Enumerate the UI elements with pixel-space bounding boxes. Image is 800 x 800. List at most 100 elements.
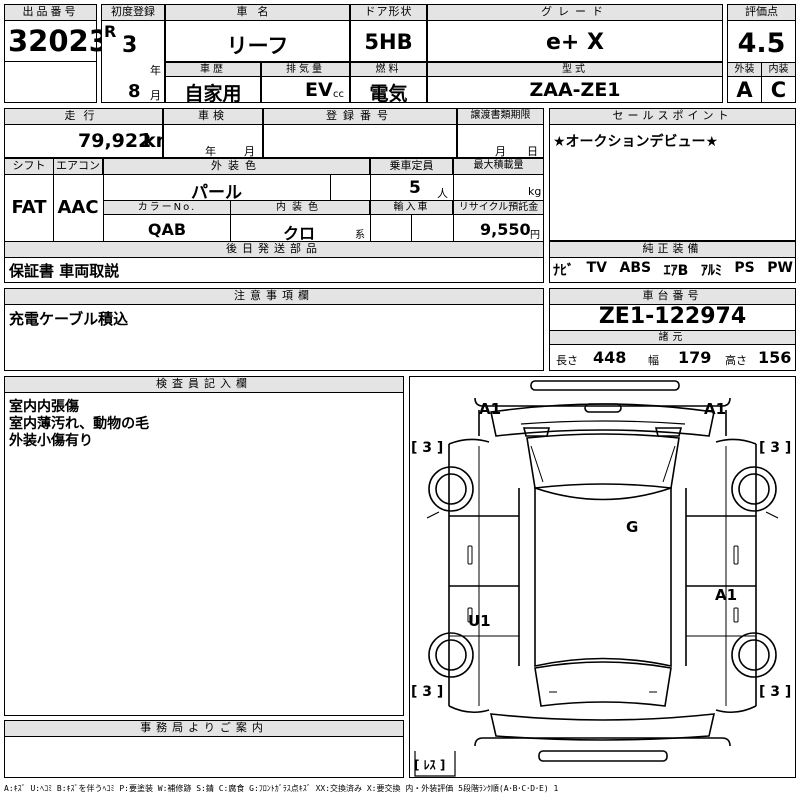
legend: A:ｷｽﾞ U:ﾍｺﾐ B:ｷｽﾞを伴うﾍｺﾐ P:要塗装 W:補修跡 S:錆 … xyxy=(4,784,559,793)
sales-box xyxy=(549,108,796,241)
equipment-item: ｴｱB xyxy=(663,263,689,279)
inspector-line: 室内内張傷 xyxy=(9,399,79,415)
capacity-unit: 人 xyxy=(437,187,448,200)
inspection-month-unit: 月 xyxy=(244,145,255,158)
tire-mark: [ 3 ] xyxy=(759,440,792,456)
capacity: 5 xyxy=(409,178,421,198)
width: 179 xyxy=(678,348,712,367)
score: 4.5 xyxy=(737,28,786,59)
reg-year: 3 xyxy=(122,33,138,58)
height: 156 xyxy=(758,348,792,367)
recycle-unit: 円 xyxy=(530,230,540,241)
equipment-item: ABS xyxy=(619,260,652,276)
score-label: 評価点 xyxy=(727,4,796,21)
displacement-unit: cc xyxy=(333,89,344,100)
car-name: リーフ xyxy=(226,34,289,58)
damage-mark: A1 xyxy=(704,400,727,418)
history: 自家用 xyxy=(184,83,242,105)
specs-label: 諸元 xyxy=(549,330,796,345)
color-no-label: カラーNo. xyxy=(103,200,231,215)
color-label: 外装色 xyxy=(103,158,370,175)
mileage: 79,922 xyxy=(78,130,152,152)
registration-label: 初度登録 xyxy=(101,4,165,21)
transfer-label: 譲渡書類期限 xyxy=(457,108,544,125)
displacement-label: 排気量 xyxy=(261,62,350,77)
recycle-label: リサイクル預託金 xyxy=(453,200,544,215)
damage-mark: A1 xyxy=(715,586,738,604)
sales-point: ★オークションデビュー★ xyxy=(553,134,719,150)
color-number: QAB xyxy=(147,220,187,239)
inspector-label: 検査員記入欄 xyxy=(4,376,404,393)
interior-color: クロ xyxy=(283,224,316,243)
spare-tire-mark: [ ﾚｽ ] xyxy=(414,758,446,772)
transfer-day-unit: 日 xyxy=(527,145,538,158)
inspector-line: 室内薄汚れ、動物の毛 xyxy=(9,416,150,432)
displacement: EV xyxy=(305,79,333,101)
reg-month: 8 xyxy=(128,81,141,102)
sales-label: セールスポイント xyxy=(549,108,796,125)
tire-mark: [ 3 ] xyxy=(759,684,792,700)
later-parts-label: 後日発送部品 xyxy=(4,241,544,258)
equipment-item: ﾅﾋﾞ xyxy=(553,263,574,279)
length: 448 xyxy=(593,348,627,367)
fuel: 電気 xyxy=(369,83,408,105)
equipment-item: ｱﾙﾐ xyxy=(700,263,722,279)
door-label: ドア形状 xyxy=(350,4,427,21)
load-unit: kg xyxy=(528,185,542,198)
spec-grid xyxy=(4,158,544,283)
equipment-label: 純正装備 xyxy=(549,241,796,258)
tire-mark: [ 3 ] xyxy=(411,684,444,700)
shift: FAT xyxy=(11,197,47,218)
fuel-label: 燃料 xyxy=(350,62,427,77)
inspector-line: 外装小傷有り xyxy=(9,433,93,449)
car-name-label: 車名 xyxy=(165,4,350,21)
later-parts: 保証書 車両取説 xyxy=(9,262,120,280)
caution-label: 注意事項欄 xyxy=(4,288,544,305)
capacity-label: 乗車定員 xyxy=(370,158,453,175)
interior-color-label: 内装色 xyxy=(230,200,370,215)
tire-mark: [ 3 ] xyxy=(411,440,444,456)
grade-label: グレード xyxy=(427,4,723,21)
lot-number: 32023 xyxy=(8,24,109,58)
equipment-item: PS xyxy=(734,260,755,276)
mileage-label: 走行 xyxy=(4,108,163,125)
recycle-fee: 9,550 xyxy=(480,220,531,239)
damage-diagram xyxy=(409,376,796,778)
transfer-month-unit: 月 xyxy=(495,145,506,158)
model-label: 型式 xyxy=(427,62,723,77)
ac-label: エアコン xyxy=(53,158,103,175)
air-conditioner: AAC xyxy=(57,197,99,218)
damage-mark: A1 xyxy=(479,400,502,418)
interior-color-suffix: 系 xyxy=(355,230,365,241)
equipment-item: PW xyxy=(767,260,793,276)
length-label: 長さ xyxy=(556,354,578,367)
exterior-label: 外装 xyxy=(727,62,762,77)
door-shape: 5HB xyxy=(364,30,413,54)
era: R xyxy=(104,22,117,41)
width-label: 幅 xyxy=(648,354,659,367)
shift-label: シフト xyxy=(4,158,54,175)
reg-year-unit: 年 xyxy=(150,64,161,77)
equipment-list: ﾅﾋﾞ TV ABS ｴｱB ｱﾙﾐ PS PW xyxy=(553,260,793,280)
plate-label: 登録番号 xyxy=(263,108,457,125)
reg-month-unit: 月 xyxy=(150,89,161,102)
history-label: 車歴 xyxy=(165,62,261,77)
car-body-diagram xyxy=(414,380,779,777)
equipment-item: TV xyxy=(586,260,607,276)
exterior-grade: A xyxy=(736,78,753,102)
office-label: 事務局よりご案内 xyxy=(4,720,404,737)
interior-grade: C xyxy=(770,78,787,102)
chassis-label: 車台番号 xyxy=(549,288,796,305)
damage-mark: G xyxy=(626,518,639,536)
model-code: ZAA-ZE1 xyxy=(529,79,621,101)
caution-text: 充電ケーブル積込 xyxy=(9,310,129,328)
load-label: 最大積載量 xyxy=(453,158,544,175)
inspection-year-unit: 年 xyxy=(205,145,216,158)
interior-label: 内装 xyxy=(761,62,796,77)
damage-mark: U1 xyxy=(468,612,491,630)
import-label: 輸入車 xyxy=(370,200,453,215)
inspector-box xyxy=(4,376,404,716)
height-label: 高さ xyxy=(725,354,747,367)
chassis-number: ZE1-122974 xyxy=(598,304,747,329)
grade: e+ X xyxy=(546,30,604,55)
